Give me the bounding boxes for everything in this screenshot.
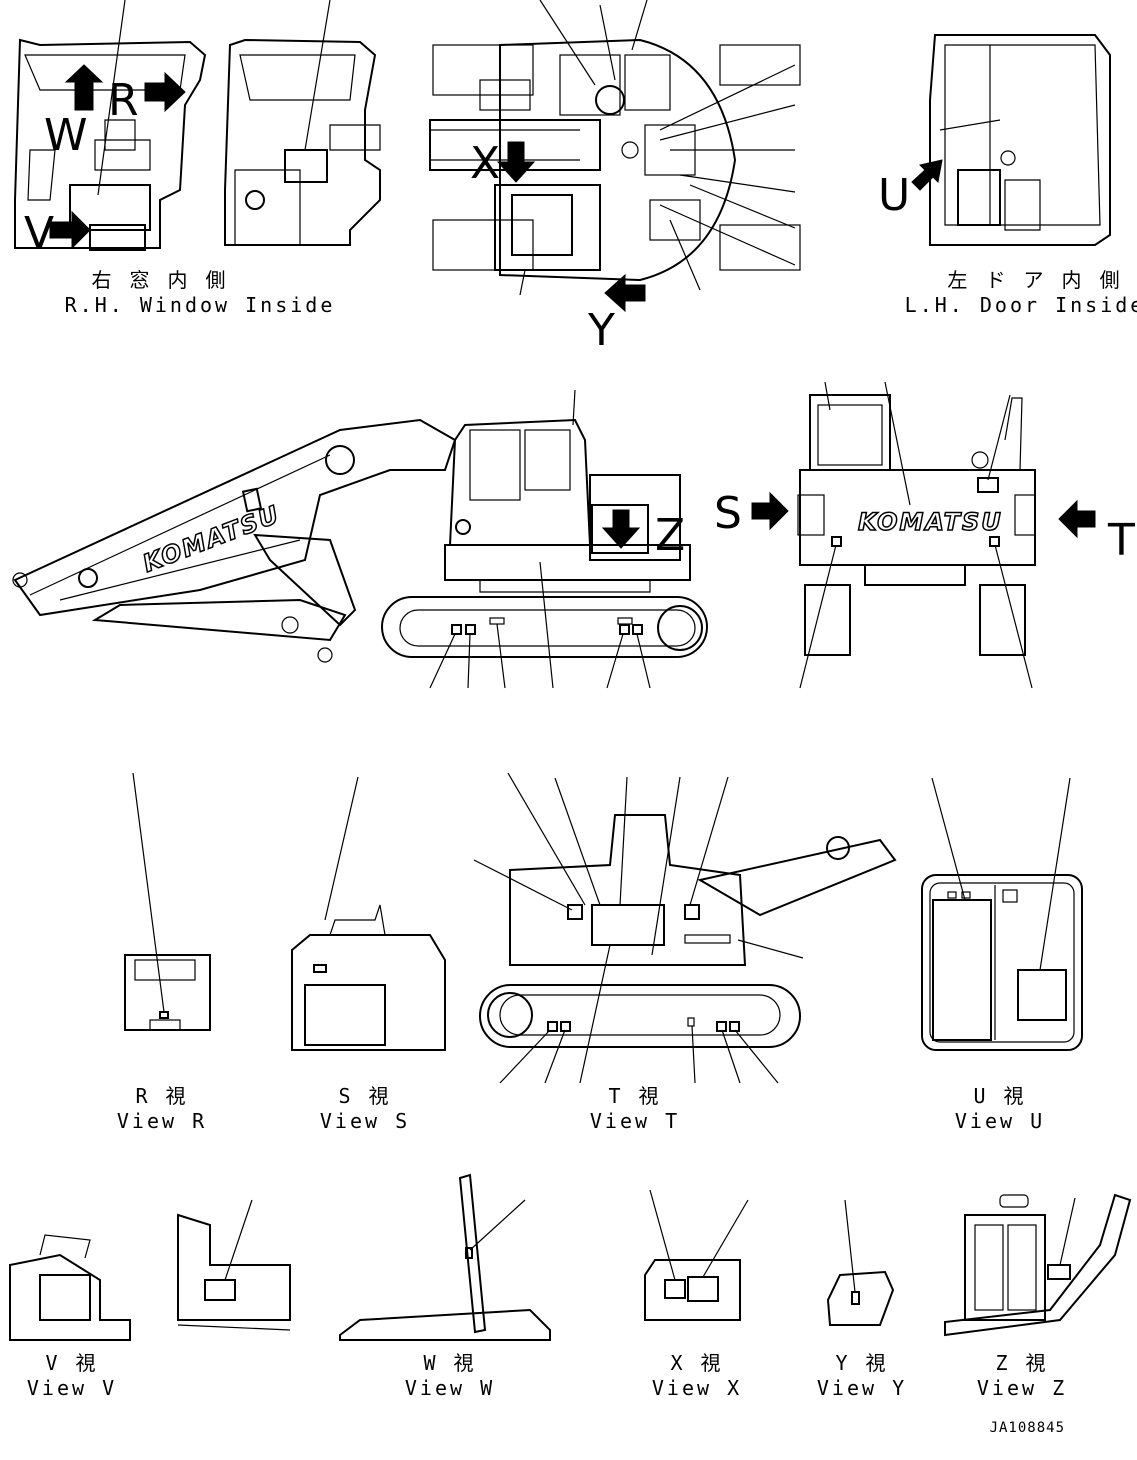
view-u-label-en: View U [955, 1109, 1045, 1133]
arrow-v-icon [49, 210, 91, 250]
view-w-label-jp: W 視 [423, 1351, 476, 1375]
view-r-label-en: View R [117, 1109, 207, 1133]
marker-v: V [24, 208, 54, 259]
view-x-label-en: View X [652, 1376, 742, 1400]
view-t-label-jp: T 視 [608, 1084, 661, 1108]
view-r: R 視 View R [117, 772, 211, 1133]
marker-s: S [714, 488, 742, 539]
marker-w: W [44, 110, 88, 161]
view-w-label-en: View W [405, 1376, 495, 1400]
view-t-label-en: View T [590, 1109, 680, 1133]
view-z-label-en: View Z [977, 1376, 1067, 1400]
marker-z: Z [655, 510, 685, 561]
view-s-label-jp: S 視 [338, 1084, 391, 1108]
view-v-label-jp: V 視 [45, 1351, 98, 1375]
drawing-code: JA108845 [990, 1420, 1065, 1436]
marker-x: X [470, 138, 500, 189]
view-t: T 視 View T [473, 772, 897, 1133]
marker-y: Y [587, 305, 615, 356]
lh-door-label-en: L.H. Door Inside [905, 293, 1137, 317]
view-x: X 視 View X [644, 1189, 749, 1400]
arrow-u-icon [911, 159, 943, 191]
view-u: U 視 View U [921, 777, 1083, 1133]
counterweight-brand-logo: KOMATSU [858, 508, 1003, 536]
view-v-label-en: View V [27, 1376, 117, 1400]
lh-door-label-jp: 左 ド ア 内 側 [947, 268, 1122, 292]
arrow-z-icon [601, 509, 641, 549]
top-plan-view: X Y [429, 0, 801, 356]
view-r-label-jp: R 視 [135, 1084, 188, 1108]
view-z: Z 視 View Z [944, 1193, 1132, 1400]
lh-door-inside-view: U 左 ド ア 内 側 L.H. Door Inside [878, 34, 1137, 317]
view-v: V 視 View V [9, 1199, 291, 1400]
excavator-side-view: KOMATSU Z [12, 389, 708, 689]
marker-u: U [878, 170, 910, 221]
view-y-label-jp: Y 視 [835, 1351, 888, 1375]
rh-window-inside-view: W R V 右 窓 内 側 R.H. Window Inside [14, 0, 381, 317]
arrow-r-icon [144, 71, 186, 113]
rh-window-label-jp: 右 窓 内 側 [91, 268, 228, 292]
excavator-rear-view: KOMATSU S T [714, 381, 1135, 689]
rh-window-label-en: R.H. Window Inside [65, 293, 336, 317]
view-s-label-en: View S [320, 1109, 410, 1133]
view-z-label-jp: Z 視 [995, 1351, 1048, 1375]
marker-r: R [108, 75, 139, 126]
view-y: Y 視 View Y [817, 1199, 907, 1400]
view-u-label-jp: U 視 [973, 1084, 1026, 1108]
marker-t: T [1107, 515, 1135, 566]
arrow-w-icon [64, 64, 104, 111]
arrow-x-icon [496, 141, 536, 183]
view-y-label-en: View Y [817, 1376, 907, 1400]
view-w: W 視 View W [339, 1173, 551, 1400]
arrow-t-icon [1058, 499, 1096, 539]
boom-brand-logo: KOMATSU [139, 500, 284, 578]
arrow-s-icon [751, 491, 789, 531]
view-s: S 視 View S [291, 776, 446, 1133]
arrow-y-icon [604, 273, 646, 313]
view-x-label-jp: X 視 [670, 1351, 723, 1375]
